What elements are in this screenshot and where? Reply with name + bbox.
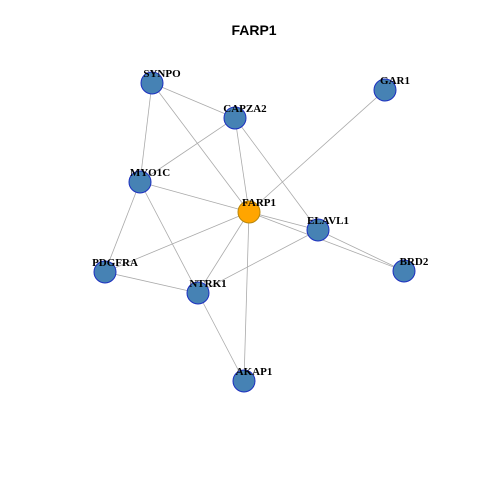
- edge-capza2-myo1c: [139, 117, 236, 183]
- edge-capza2-elavl1: [234, 117, 319, 231]
- edge-ntrk1-akap1: [197, 292, 245, 382]
- node-circle[interactable]: [186, 281, 210, 305]
- node-label: PDGFRA: [92, 257, 138, 269]
- node-ntrk1[interactable]: NTRK1: [186, 278, 227, 305]
- node-label: NTRK1: [189, 278, 226, 290]
- node-synpo[interactable]: SYNPO: [140, 68, 181, 95]
- edge-myo1c-farp1: [139, 181, 250, 213]
- node-gar1[interactable]: GAR1: [373, 75, 410, 102]
- node-circle[interactable]: [392, 259, 416, 283]
- node-brd2[interactable]: BRD2: [392, 256, 429, 283]
- node-pdgfra[interactable]: PDGFRA: [92, 257, 138, 284]
- node-capza2[interactable]: CAPZA2: [223, 103, 267, 130]
- edge-gar1-farp1: [248, 89, 386, 213]
- node-circle[interactable]: [93, 260, 117, 284]
- node-label: BRD2: [400, 256, 429, 268]
- edge-elavl1-brd2: [317, 229, 405, 272]
- node-label: ELAVL1: [307, 215, 349, 227]
- edge-farp1-brd2: [248, 211, 405, 272]
- edge-synpo-capza2: [151, 82, 236, 119]
- edge-pdgfra-ntrk1: [104, 271, 199, 294]
- node-circle[interactable]: [237, 200, 261, 224]
- node-label: FARP1: [242, 197, 276, 209]
- node-label: GAR1: [380, 75, 410, 87]
- edge-synpo-farp1: [151, 82, 250, 213]
- edge-capza2-farp1: [234, 117, 250, 213]
- node-myo1c[interactable]: MYO1C: [128, 167, 170, 194]
- node-elavl1[interactable]: ELAVL1: [306, 215, 349, 242]
- node-label: MYO1C: [130, 167, 170, 179]
- node-circle[interactable]: [232, 369, 256, 393]
- node-farp1[interactable]: FARP1: [237, 197, 276, 224]
- node-circle[interactable]: [306, 218, 330, 242]
- graph-title: FARP1: [231, 22, 276, 38]
- edge-farp1-pdgfra: [104, 211, 250, 273]
- edge-myo1c-pdgfra: [104, 181, 141, 273]
- node-circle[interactable]: [373, 78, 397, 102]
- edge-farp1-ntrk1: [197, 211, 250, 294]
- node-circle[interactable]: [223, 106, 247, 130]
- node-circle[interactable]: [140, 71, 164, 95]
- edge-elavl1-ntrk1: [197, 229, 319, 294]
- edge-layer: [104, 82, 405, 382]
- node-akap1[interactable]: AKAP1: [232, 366, 273, 393]
- edge-myo1c-ntrk1: [139, 181, 199, 294]
- edge-synpo-myo1c: [139, 82, 153, 183]
- edge-farp1-akap1: [243, 211, 250, 382]
- node-label: SYNPO: [143, 68, 181, 80]
- edge-farp1-elavl1: [248, 211, 319, 231]
- node-label: AKAP1: [236, 366, 273, 378]
- node-circle[interactable]: [128, 170, 152, 194]
- node-label: CAPZA2: [223, 103, 267, 115]
